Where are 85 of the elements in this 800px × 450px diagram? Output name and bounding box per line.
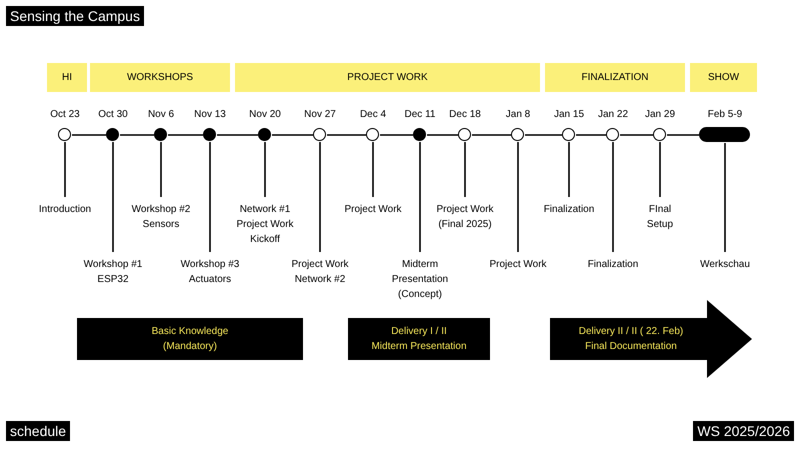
event-label: Workshop #2 Sensors [131,202,191,232]
date-label: Jan 29 [644,109,676,121]
stem-line [612,142,614,252]
box-text: Final Documentation [585,340,677,354]
event-label: Midterm Presentation (Concept) [382,257,458,302]
stem-line [659,142,661,197]
phase-band: FINALIZATION [545,63,685,92]
event-label: Project Work (Final 2025) [428,202,502,232]
date-label: Dec 4 [358,109,388,121]
event-label: Network #1 Project Work Kickoff [228,202,302,247]
stem-line [517,142,519,252]
stem-line [64,142,66,197]
timeline-line [120,134,154,136]
event-label: Workshop #1 ESP32 [83,257,143,287]
timeline-line [472,134,511,136]
stem-line [372,142,374,197]
box-heading: Delivery I / II [391,325,447,339]
event-label: Project Work Network #2 [282,257,358,287]
footer-label: schedule [6,421,70,441]
date-label: Oct 23 [49,109,81,121]
milestone-circle [458,128,471,141]
box-heading: Delivery II / II ( 22. Feb) [578,325,684,339]
milestone-circle [606,128,619,141]
milestone-circle [653,128,666,141]
semester-label: WS 2025/2026 [693,421,794,441]
stem-line [568,142,570,197]
date-label: Jan 22 [596,109,630,121]
timeline-line [427,134,458,136]
milestone-bar [699,127,750,142]
timeline-line [72,134,106,136]
timeline-line [272,134,313,136]
milestone-circle [511,128,524,141]
event-label: Project Work [333,202,413,217]
date-label: Feb 5-9 [706,109,744,121]
timeline-line [168,134,203,136]
date-label: Oct 30 [97,109,129,121]
milestone-dot [106,128,119,141]
milestone-dot [258,128,271,141]
milestone-dot [413,128,426,141]
timeline-line [217,134,258,136]
phase-band: PROJECT WORK [235,63,540,92]
event-label: FInal Setup [640,202,680,232]
stem-line [724,143,726,252]
event-label: Workshop #3 Actuators [180,257,240,287]
event-label: Introduction [25,202,105,217]
date-label: Nov 13 [193,109,227,121]
phase-band: HI [47,63,87,92]
stem-line [209,142,211,252]
event-label: Project Work [478,257,558,272]
stem-line [264,142,266,197]
event-label: Finalization [534,202,604,217]
milestone-dot [203,128,216,141]
date-label: Nov 6 [146,109,176,121]
event-label: Werkschau [690,257,760,272]
stem-line [419,142,421,252]
stem-line [160,142,162,197]
box-text: Midterm Presentation [371,340,467,354]
title: Sensing the Campus [6,6,144,26]
phase-box [77,318,303,360]
timeline-line [620,134,653,136]
milestone-circle [562,128,575,141]
stem-line [464,142,466,197]
event-label: Finalization [578,257,648,272]
milestone-circle [366,128,379,141]
timeline-line [327,134,366,136]
date-label: Nov 20 [248,109,282,121]
date-label: Jan 8 [504,109,532,121]
date-label: Jan 15 [552,109,586,121]
timeline-line [667,134,699,136]
timeline-line [380,134,413,136]
date-label: Dec 11 [404,109,436,121]
stem-line [112,142,114,252]
phase-band: SHOW [690,63,757,92]
milestone-dot [154,128,167,141]
milestone-circle [313,128,326,141]
phase-box [348,318,490,360]
stem-line [319,142,321,252]
timeline-line [525,134,562,136]
milestone-circle [58,128,71,141]
date-label: Nov 27 [303,109,337,121]
phase-band: WORKSHOPS [90,63,230,92]
date-label: Dec 18 [448,109,482,121]
box-heading: Basic Knowledge [152,325,228,339]
timeline-line [576,134,606,136]
box-text: (Mandatory) [163,340,217,354]
